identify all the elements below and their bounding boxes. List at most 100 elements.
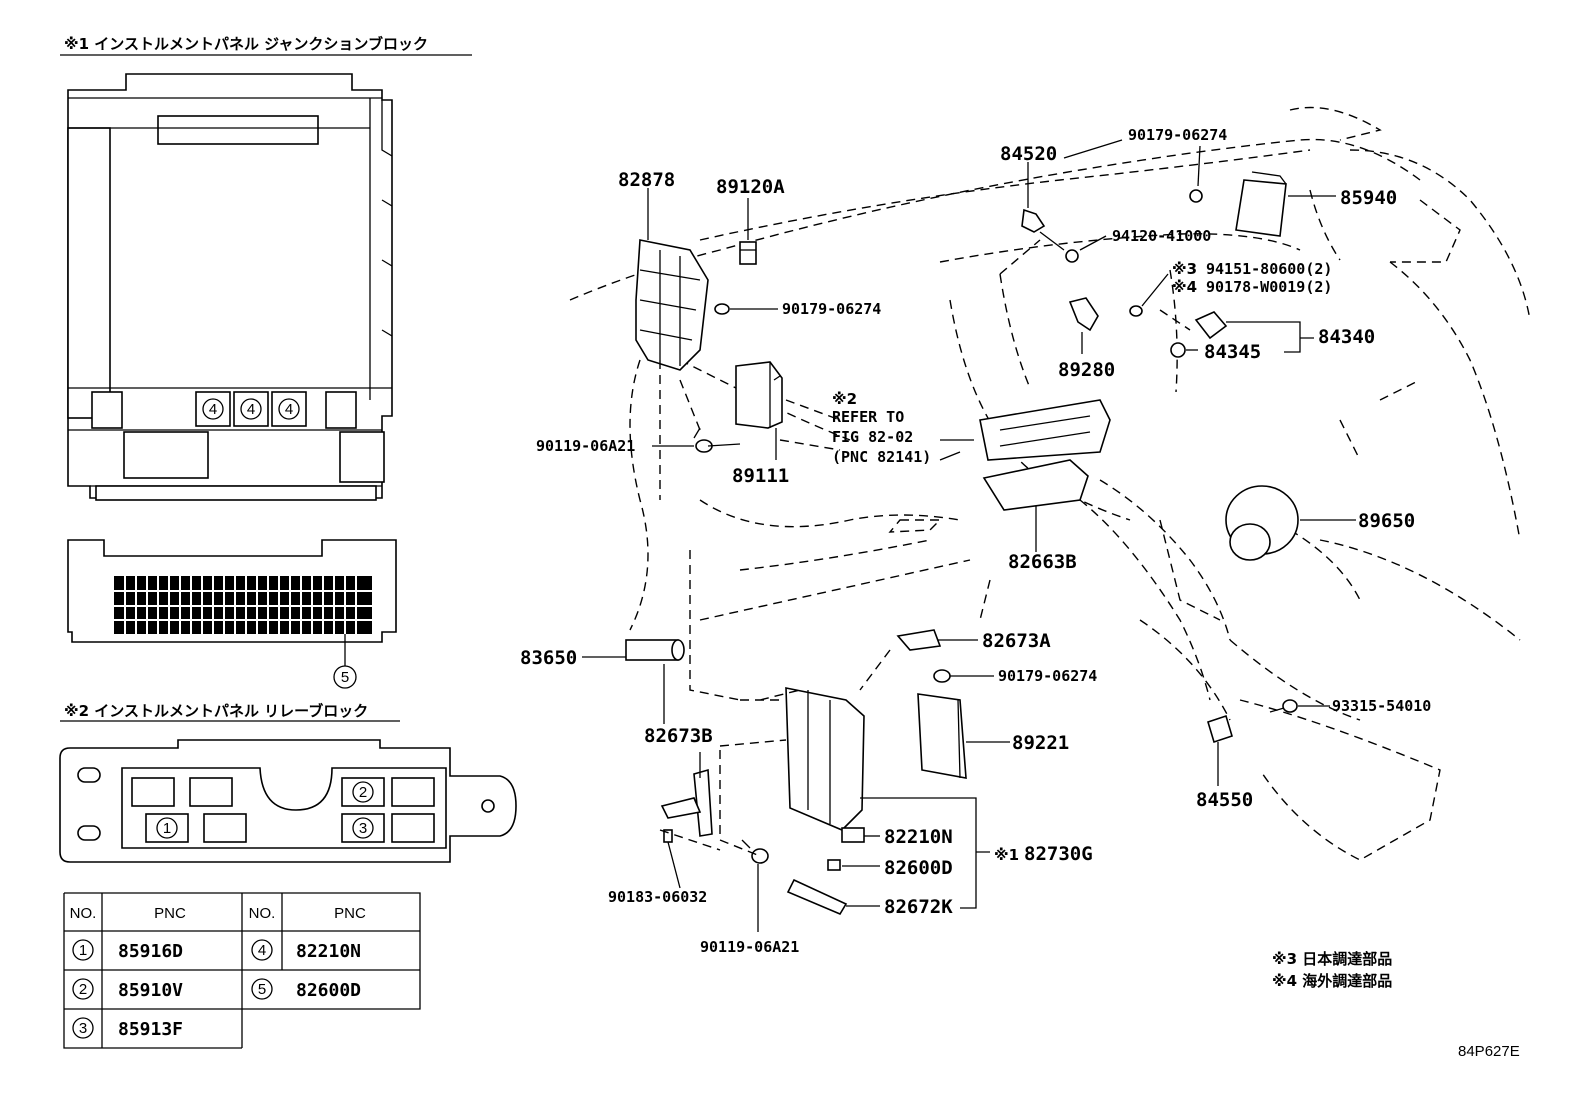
label-89221: 89221 (1012, 732, 1069, 754)
part-82673b-bracket (660, 768, 713, 837)
refer-line-3: (PNC 82141) (832, 448, 931, 466)
table-header-pnc-2: PNC (334, 905, 366, 922)
note-4: ※4 海外調達部品 (1272, 972, 1392, 990)
svg-text:3: 3 (359, 820, 367, 837)
relay-marker-3: 3 (352, 817, 374, 839)
label-83650: 83650 (520, 647, 577, 669)
junction-marker-4a: 4 (202, 398, 224, 420)
relay-block-title: ※2 インストルメントパネル リレーブロック (64, 702, 368, 720)
part-82878-bracket (635, 239, 709, 371)
part-94120-nut (1065, 249, 1079, 263)
part-82663b-block (982, 459, 1089, 511)
junction-block-title: ※1 インストルメントパネル ジャンクションブロック (64, 35, 428, 53)
svg-text:4: 4 (258, 942, 266, 959)
table-cell-pnc: 85913F (118, 1019, 183, 1040)
label-90183: 90183-06032 (608, 888, 707, 906)
svg-text:5: 5 (341, 669, 349, 686)
table-cell-pnc: 85916D (118, 941, 183, 962)
part-labels: 82878 89120A 90179-06274 84520 90179-062… (520, 126, 1431, 956)
label-82673b: 82673B (644, 725, 713, 747)
label-90179-a: 90179-06274 (782, 300, 881, 318)
table-row: 2 85910V 5 82600D (72, 978, 361, 1001)
table-cell-pnc-2: 82210N (296, 941, 361, 962)
note3-mark: ※3 (1172, 260, 1197, 278)
relay-marker-2: 2 (352, 781, 374, 803)
svg-text:2: 2 (79, 981, 87, 998)
label-90178: 90178-W0019(2) (1206, 278, 1332, 296)
label-82210n: 82210N (884, 826, 953, 848)
junction-marker-4c: 4 (278, 398, 300, 420)
label-84340: 84340 (1318, 326, 1375, 348)
leader-lines (582, 139, 1356, 932)
label-82730g: 82730G (1024, 843, 1093, 865)
part-89650-switch (1225, 485, 1299, 561)
part-82672k-cover (786, 878, 848, 916)
label-89650: 89650 (1358, 510, 1415, 532)
refer-line-2: FIG 82-02 (832, 428, 913, 446)
part-82600d-fuse (827, 859, 841, 871)
table-row: 1 85916D 4 82210N (72, 939, 361, 962)
part-94151-clip (1129, 305, 1143, 317)
label-93315: 93315-54010 (1332, 697, 1431, 715)
table-header-no: NO. (70, 905, 97, 922)
label-82663b: 82663B (1008, 551, 1077, 573)
part-93315-screw (1269, 699, 1298, 713)
dashed-guides (659, 239, 1191, 857)
part-84345-nut (1170, 342, 1186, 358)
part-main-body-ecu (785, 687, 865, 831)
label-84345: 84345 (1204, 341, 1261, 363)
part-89120a-clip (739, 241, 757, 265)
svg-text:2: 2 (359, 784, 367, 801)
pnc-table: NO. PNC NO. PNC 1 85916D 4 82210N 2 8591… (63, 892, 421, 1049)
refer-line-1: REFER TO (832, 408, 904, 426)
label-84550: 84550 (1196, 789, 1253, 811)
part-89221-ecu (917, 693, 967, 779)
label-90179-c: 90179-06274 (998, 667, 1097, 685)
svg-text:1: 1 (163, 820, 171, 837)
part-90119-bolt-a (693, 427, 713, 453)
svg-text:4: 4 (209, 401, 217, 418)
note-3: ※3 日本調達部品 (1272, 950, 1392, 968)
label-90119-a: 90119-06A21 (536, 437, 635, 455)
relay-marker-1: 1 (156, 817, 178, 839)
relay-block-drawing (59, 739, 517, 863)
part-89111-module (735, 361, 783, 429)
part-84550-switch (1207, 714, 1233, 744)
label-90119-b: 90119-06A21 (700, 938, 799, 956)
label-89120a: 89120A (716, 176, 785, 198)
table-row: 3 85913F (72, 1017, 183, 1040)
part-83650-cylinder (625, 639, 685, 661)
procurement-notes: ※3 日本調達部品 ※4 海外調達部品 (1272, 950, 1392, 990)
label-90179-b: 90179-06274 (1128, 126, 1227, 144)
junction-marker-4b: 4 (240, 398, 262, 420)
mark-1: ※1 (994, 846, 1019, 864)
svg-text:3: 3 (79, 1020, 87, 1037)
junction-marker-5: 5 (333, 665, 357, 689)
relay-block-section: ※2 インストルメントパネル リレーブロック 1 2 3 (59, 702, 517, 863)
refer-mark: ※2 (832, 390, 857, 408)
figure-code: 84P627E (1458, 1043, 1520, 1060)
junction-block-bottom-view (67, 539, 397, 666)
table-cell-pnc-2: 82600D (296, 980, 361, 1001)
label-94120: 94120-41000 (1112, 227, 1211, 245)
part-90179-nut-a (714, 303, 730, 315)
label-89111: 89111 (732, 465, 789, 487)
svg-text:4: 4 (247, 401, 255, 418)
label-85940: 85940 (1340, 187, 1397, 209)
svg-text:4: 4 (285, 401, 293, 418)
label-84520: 84520 (1000, 143, 1057, 165)
label-94151: 94151-80600(2) (1206, 260, 1332, 278)
part-84340-switch (1194, 311, 1228, 340)
label-89280: 89280 (1058, 359, 1115, 381)
svg-text:5: 5 (258, 981, 266, 998)
label-82673a: 82673A (982, 630, 1051, 652)
part-89280-sensor (1068, 297, 1099, 332)
table-header-no-2: NO. (249, 905, 276, 922)
table-cell-pnc: 85910V (118, 980, 183, 1001)
label-82878: 82878 (618, 169, 675, 191)
note4-mark: ※4 (1172, 278, 1197, 296)
label-82600d: 82600D (884, 857, 953, 879)
part-82673a-bracket (896, 629, 942, 651)
part-84520-sensor (1021, 208, 1046, 233)
